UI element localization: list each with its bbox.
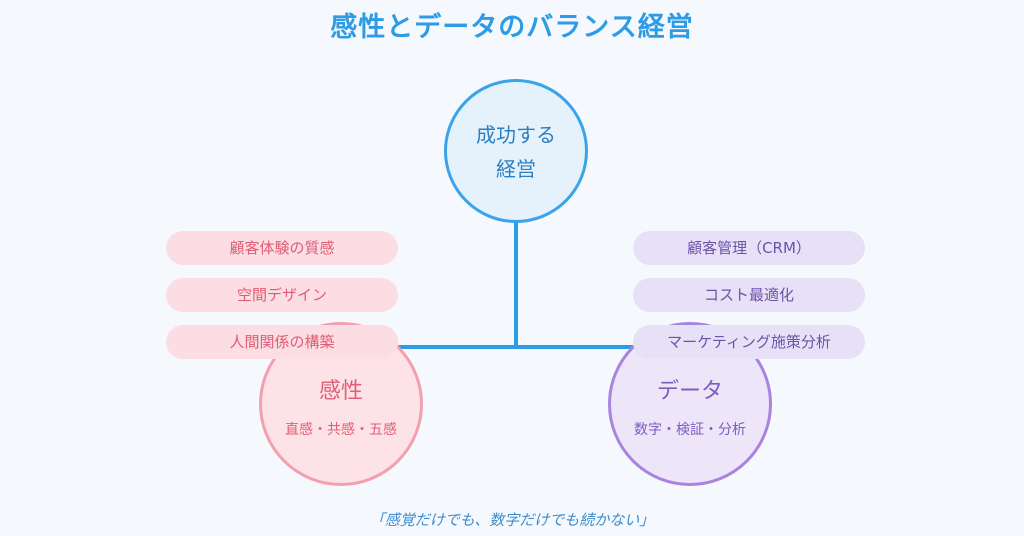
success-circle-line2: 経営	[496, 157, 536, 181]
success-circle-line1: 成功する	[476, 123, 556, 147]
success-circle: 成功する 経営	[444, 79, 588, 223]
left-item-space-design: 空間デザイン	[166, 278, 398, 312]
right-item-cost-optimization: コスト最適化	[633, 278, 865, 312]
data-title: データ	[656, 379, 723, 404]
left-item-relationships: 人間関係の構築	[166, 325, 398, 359]
sensibility-subtitle: 直感・共感・五感	[285, 422, 397, 438]
right-item-marketing-analysis: マーケティング施策分析	[633, 325, 865, 359]
data-subtitle: 数字・検証・分析	[634, 422, 746, 438]
sensibility-title: 感性	[318, 379, 363, 404]
left-item-customer-experience: 顧客体験の質感	[166, 231, 398, 265]
page-title: 感性とデータのバランス経営	[330, 12, 694, 43]
footer-quote: 「感覚だけでも、数字だけでも続かない」	[369, 511, 655, 529]
right-item-crm: 顧客管理（CRM）	[633, 231, 865, 265]
